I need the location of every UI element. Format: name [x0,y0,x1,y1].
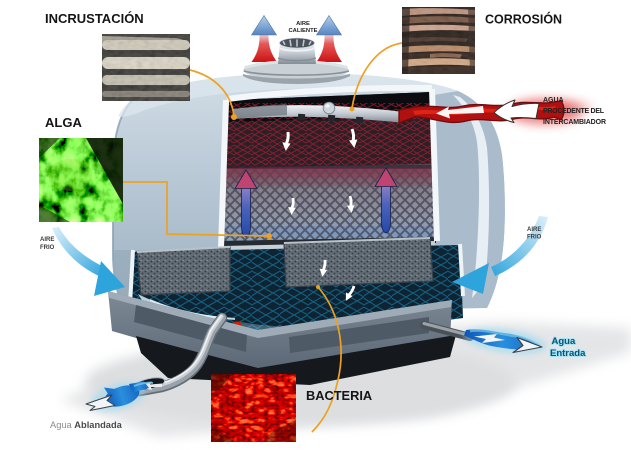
svg-text:Agua: Agua [552,336,576,347]
svg-text:INCRUSTACIÓN: INCRUSTACIÓN [45,11,144,26]
svg-text:BACTERIA: BACTERIA [306,388,372,403]
svg-text:FRIO: FRIO [527,235,542,241]
svg-text:AIRE: AIRE [527,227,541,233]
svg-text:Agua Ablandada: Agua Ablandada [50,420,123,430]
svg-text:FRIO: FRIO [40,245,55,251]
svg-text:AIRE: AIRE [296,21,310,27]
svg-text:INTERCAMBIADOR: INTERCAMBIADOR [543,119,606,126]
svg-text:Entrada: Entrada [550,348,586,359]
svg-text:Agua: Agua [552,336,576,347]
svg-text:Entrada: Entrada [550,348,586,359]
svg-text:AIRE: AIRE [40,237,54,243]
svg-text:CORROSIÓN: CORROSIÓN [485,12,562,27]
svg-text:ALGA: ALGA [45,115,82,130]
svg-text:CALIENTE: CALIENTE [289,28,318,34]
svg-text:AGUA: AGUA [543,97,564,104]
svg-text:PROCEDENTE DEL: PROCEDENTE DEL [543,108,605,115]
